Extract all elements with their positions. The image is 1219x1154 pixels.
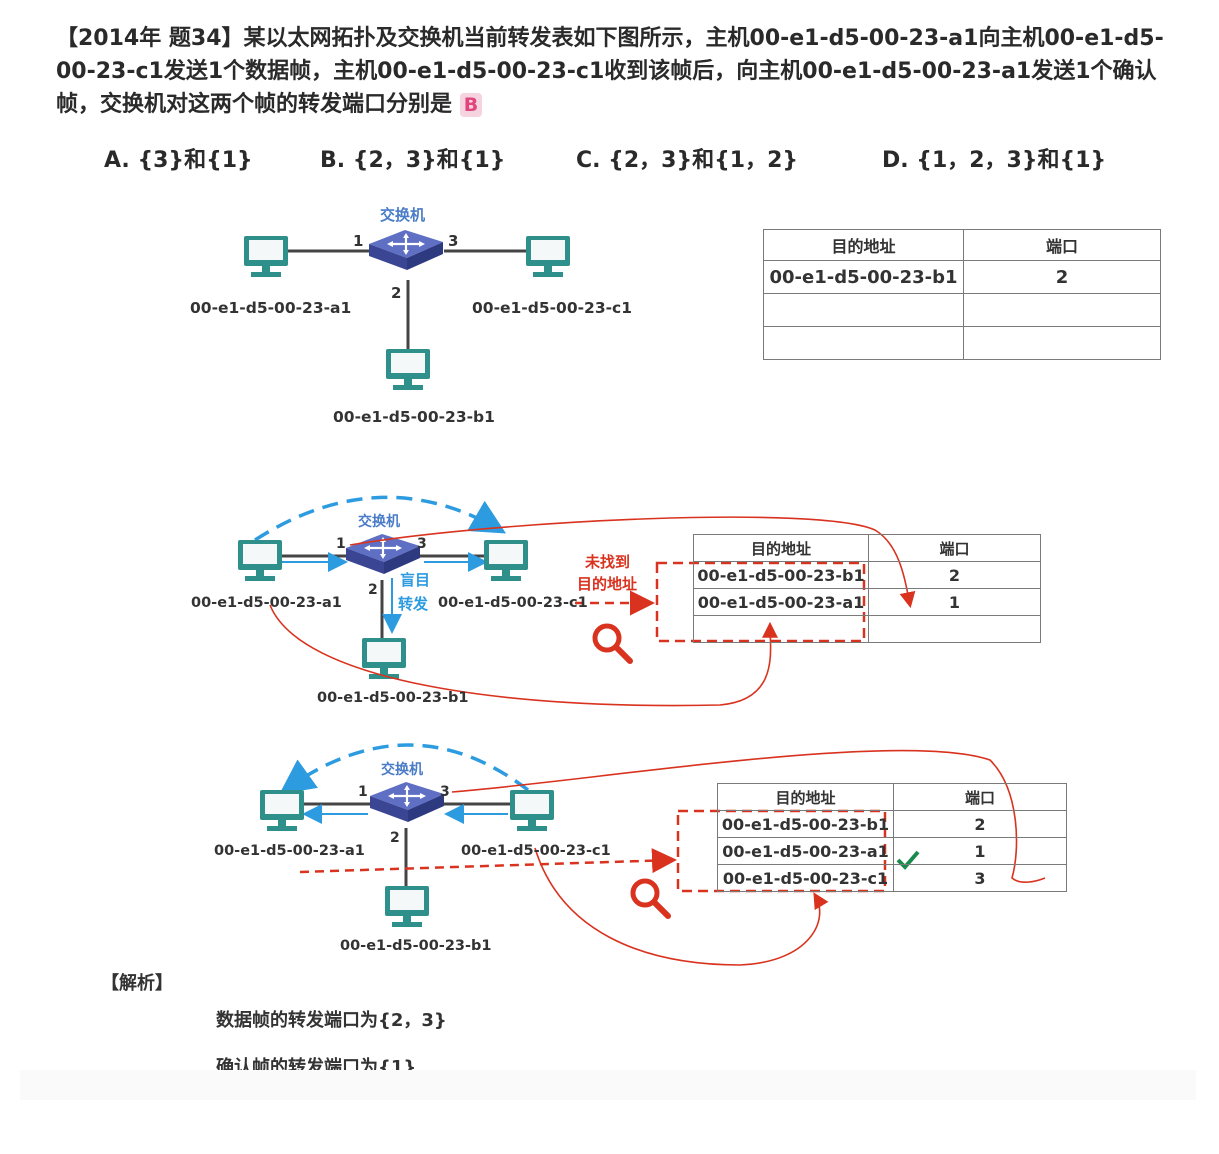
host-b-label: 00-e1-d5-00-23-b1 bbox=[333, 408, 495, 426]
answer-badge: B bbox=[460, 93, 483, 117]
host-a-icon bbox=[260, 790, 304, 831]
magnifier-icon bbox=[630, 878, 671, 919]
not-found-line2: 目的地址 bbox=[577, 575, 638, 593]
table-row bbox=[763, 293, 1161, 327]
host-a-label: 00-e1-d5-00-23-a1 bbox=[214, 843, 365, 859]
topology-1 bbox=[244, 228, 570, 390]
analysis-title: 【解析】 bbox=[101, 973, 173, 994]
host-b-icon bbox=[385, 886, 429, 927]
blind-forward-line1: 盲目 bbox=[400, 571, 431, 589]
switch-icon bbox=[368, 780, 446, 824]
option-a: A. {3}和{1} bbox=[104, 148, 253, 173]
option-c: C. {2，3}和{1，2} bbox=[576, 148, 799, 173]
table-header-port: 端口 bbox=[963, 229, 1161, 261]
footer-band bbox=[20, 1070, 1196, 1100]
host-b-label: 00-e1-d5-00-23-b1 bbox=[317, 690, 469, 706]
port-3-label: 3 bbox=[440, 784, 450, 800]
host-a-icon bbox=[238, 540, 282, 581]
table-row bbox=[693, 615, 1041, 643]
port-1-label: 1 bbox=[358, 784, 368, 800]
option-b: B. {2，3}和{1} bbox=[320, 148, 506, 173]
switch-icon bbox=[367, 228, 445, 272]
question-text: 【2014年 题34】某以太网拓扑及交换机当前转发表如下图所示，主机00-e1-… bbox=[56, 26, 1164, 117]
port-1-label: 1 bbox=[353, 232, 364, 250]
host-a-icon bbox=[244, 236, 288, 277]
option-d: D. {1，2，3}和{1} bbox=[882, 148, 1107, 173]
host-c-label: 00-e1-d5-00-23-c1 bbox=[472, 299, 633, 317]
host-c-icon bbox=[510, 790, 554, 831]
not-found-line1: 未找到 bbox=[585, 553, 631, 571]
port-2-label: 2 bbox=[391, 284, 402, 302]
host-b-icon bbox=[386, 349, 430, 390]
host-b-label: 00-e1-d5-00-23-b1 bbox=[340, 938, 492, 954]
host-b-icon bbox=[362, 638, 406, 679]
host-a-label: 00-e1-d5-00-23-a1 bbox=[190, 299, 352, 317]
analysis-line1: 数据帧的转发端口为{2，3} bbox=[216, 1010, 447, 1031]
host-c-label: 00-e1-d5-00-23-c1 bbox=[438, 595, 588, 611]
host-a-label: 00-e1-d5-00-23-a1 bbox=[191, 595, 342, 611]
port-1-label: 1 bbox=[336, 536, 346, 552]
table-header-address: 目的地址 bbox=[763, 229, 964, 261]
switch-label: 交换机 bbox=[380, 206, 426, 224]
host-c-label: 00-e1-d5-00-23-c1 bbox=[461, 843, 611, 859]
host-c-icon bbox=[484, 540, 528, 581]
switch-label: 交换机 bbox=[381, 762, 423, 778]
magnifier-icon bbox=[592, 623, 633, 664]
port-2-label: 2 bbox=[368, 582, 378, 598]
port-3-label: 3 bbox=[417, 536, 427, 552]
table-row bbox=[763, 326, 1161, 360]
host-c-icon bbox=[526, 236, 570, 277]
port-3-label: 3 bbox=[448, 232, 459, 250]
switch-label: 交换机 bbox=[358, 514, 400, 530]
port-2-label: 2 bbox=[390, 830, 400, 846]
blind-forward-line2: 转发 bbox=[398, 595, 429, 613]
